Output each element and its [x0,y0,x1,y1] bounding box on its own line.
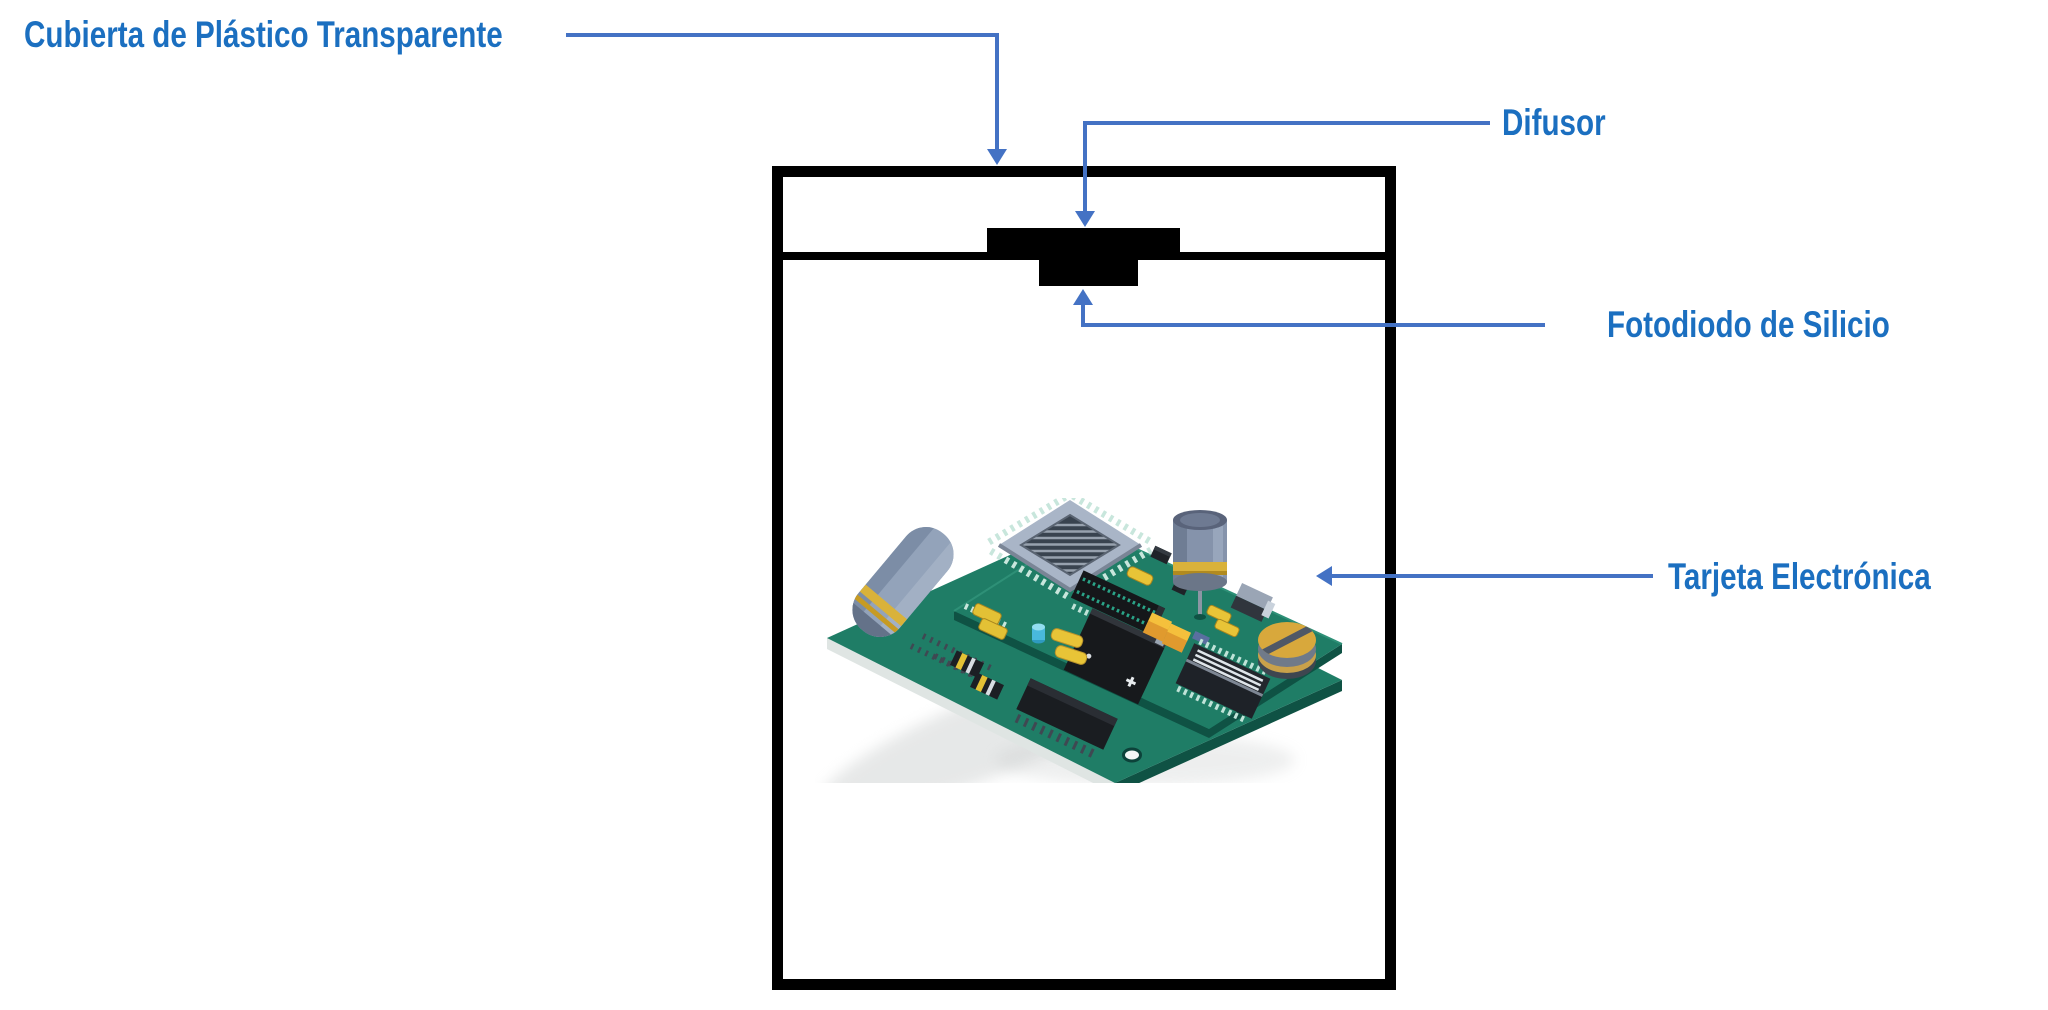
photodiode-shape [1039,259,1138,286]
pcb-illustration [818,498,1343,783]
pcb-coin-battery [1258,622,1316,679]
cover-leader-line-vertical [995,33,999,150]
pcb-smd-chip [1230,583,1276,622]
cover-leader-line [566,33,997,37]
diffuser-leader-line [1083,121,1490,125]
pcb-crystal [841,516,965,648]
pcb-screw-hole [1122,747,1142,763]
pcb-electrolytic-capacitor [1173,510,1227,620]
arrow-left-icon [1316,566,1332,586]
photodiode-leader-line [1081,323,1545,327]
label-diffuser: Difusor [1502,102,1606,143]
photodiode-leader-line-vertical [1081,304,1085,325]
arrow-down-icon [987,149,1007,165]
board-leader-line [1331,574,1653,578]
pcb-dip-ic [1014,678,1118,760]
pcb-qfp-chip [987,498,1153,600]
diffuser-leader-line-vertical [1083,121,1087,212]
arrow-down-icon [1075,211,1095,227]
diffuser-shape [987,228,1180,259]
pcb-led [1032,623,1045,644]
label-board: Tarjeta Electrónica [1668,556,1931,597]
pcb-diodes [950,650,1004,700]
arrow-up-icon [1073,289,1093,305]
label-photodiode: Fotodiodo de Silicio [1607,304,1890,345]
pcb-orange-caps [1142,612,1210,653]
label-cover: Cubierta de Plástico Transparente [24,14,503,55]
pcb-capacitors-yellow [972,566,1240,665]
